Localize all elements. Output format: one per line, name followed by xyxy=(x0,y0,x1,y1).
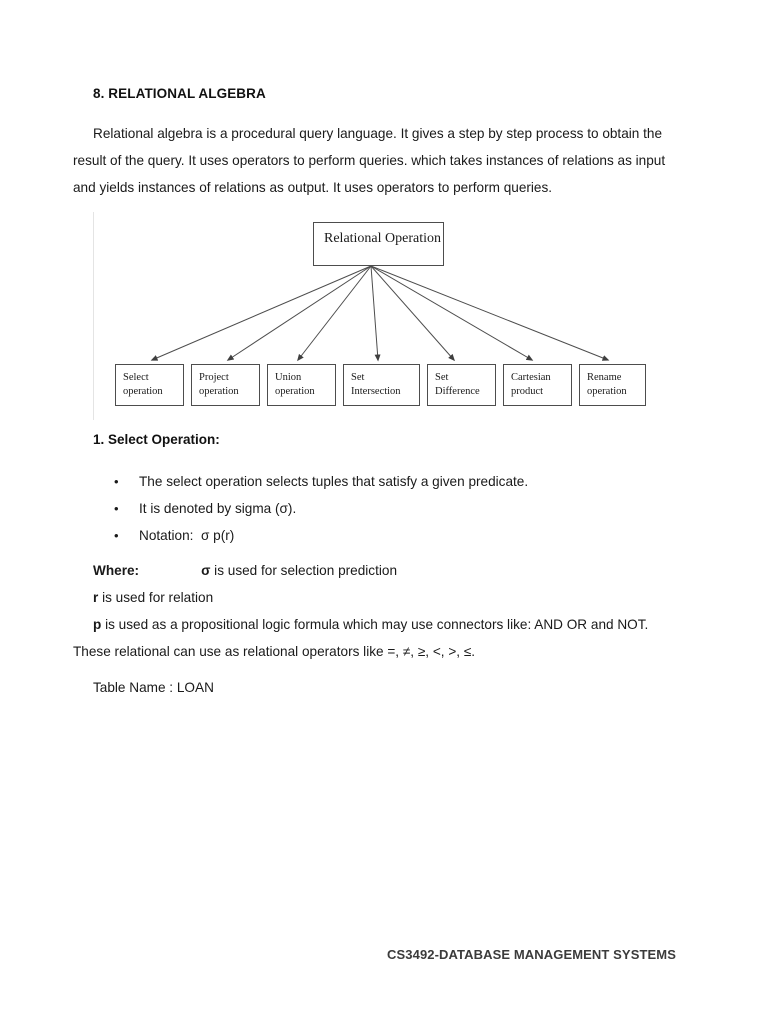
p-description: is used as a propositional logic formula… xyxy=(101,617,649,632)
select-operation-heading: 1. Select Operation: xyxy=(93,432,220,447)
sigma-description: is used for selection prediction xyxy=(210,563,398,578)
list-item: • Notation: σ p(r) xyxy=(114,522,674,549)
diagram-edge xyxy=(370,265,381,362)
list-item-label: Notation: σ p(r) xyxy=(139,528,235,543)
diagram-node-leaf: Cartesian product xyxy=(503,364,572,406)
page-title: 8. RELATIONAL ALGEBRA xyxy=(93,86,266,101)
diagram-node-leaf: Rename operation xyxy=(579,364,646,406)
r-symbol: r xyxy=(93,590,99,605)
diagram-node-label-line2: operation xyxy=(275,386,315,397)
diagram-edges xyxy=(150,265,610,362)
diagram-edge xyxy=(370,265,610,361)
diagram-node-leaf: Project operation xyxy=(191,364,260,406)
where-label: Where: xyxy=(93,563,140,578)
sigma-symbol: σ xyxy=(201,563,211,578)
intro-paragraph: Relational algebra is a procedural query… xyxy=(73,126,666,195)
bullet-marker-icon: • xyxy=(114,528,119,543)
diagram-edge xyxy=(226,265,372,361)
diagram-node-label-line1: Project xyxy=(199,372,229,383)
relation-line: r is used for relation xyxy=(93,584,213,611)
diagram-edge xyxy=(150,265,372,361)
table-name-line: Table Name : LOAN xyxy=(93,680,214,695)
diagram-edge xyxy=(370,265,534,361)
diagram-edge xyxy=(297,265,372,362)
list-item-label: The select operation selects tuples that… xyxy=(139,474,529,489)
r-description: is used for relation xyxy=(98,590,214,605)
figure-left-rule xyxy=(93,212,94,420)
diagram-node-label-line1: Cartesian xyxy=(511,372,551,383)
diagram-node-label-line1: Rename xyxy=(587,372,622,383)
diagram-edge xyxy=(370,265,455,362)
diagram-node-label-line2: product xyxy=(511,386,544,397)
where-line: Where: σ is used for selection prediction xyxy=(93,557,397,584)
diagram-node-label-line2: operation xyxy=(199,386,239,397)
bullet-marker-icon: • xyxy=(114,501,119,516)
diagram-node-label-line1: Union xyxy=(275,372,302,383)
predicate-line: p is used as a propositional logic formu… xyxy=(93,611,648,638)
diagram-node-label-line1: Set xyxy=(435,372,449,383)
bullet-marker-icon: • xyxy=(114,474,119,489)
diagram-node-label-line2: operation xyxy=(587,386,627,397)
diagram-node-label-line1: Set xyxy=(351,372,365,383)
bullet-list: • The select operation selects tuples tha… xyxy=(114,468,674,549)
diagram-node-label-line1: Select xyxy=(123,372,149,383)
relational-operators-line: These relational can use as relational o… xyxy=(73,644,476,659)
p-symbol: p xyxy=(93,617,102,632)
diagram-node-label-line2: Difference xyxy=(435,386,480,397)
diagram-node-root: Relational Operation xyxy=(313,222,444,266)
diagram-node-leaf: Select operation xyxy=(115,364,184,406)
diagram-node-label-line2: Intersection xyxy=(351,386,401,397)
diagram-node-leaf: Union operation xyxy=(267,364,336,406)
page-footer: CS3492-DATABASE MANAGEMENT SYSTEMS xyxy=(387,947,676,962)
list-item: • The select operation selects tuples tha… xyxy=(114,468,674,495)
list-item-label: It is denoted by sigma (σ). xyxy=(139,501,297,516)
diagram-node-label-line2: operation xyxy=(123,386,163,397)
list-item: • It is denoted by sigma (σ). xyxy=(114,495,674,522)
